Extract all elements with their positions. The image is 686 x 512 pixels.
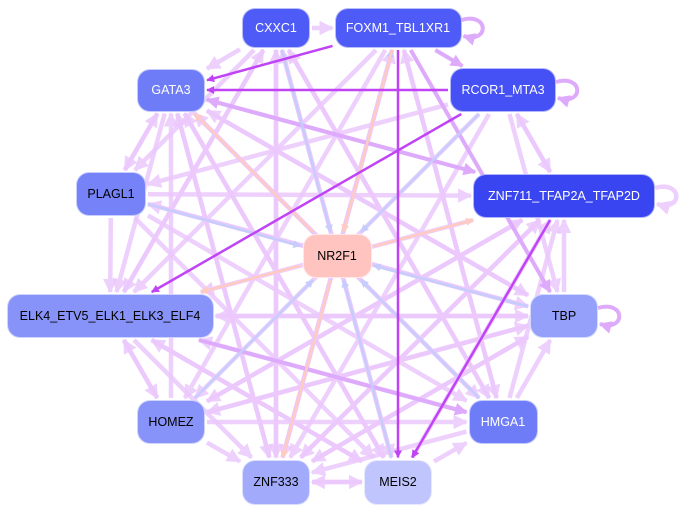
- edge-elk4-to-znf333: [132, 338, 254, 460]
- edge-nr2f1-to-znf711: [373, 217, 474, 248]
- edge-foxm1-to-foxm1: [460, 16, 485, 46]
- edge-plagl1-to-znf711: [147, 188, 473, 203]
- edge-cxxc1-to-nr2f1: [280, 49, 333, 233]
- edge-rcor1-to-nr2f1: [360, 113, 480, 233]
- node-label: HOMEZ: [148, 415, 194, 429]
- edge-cxxc1-to-gata3: [205, 47, 242, 71]
- node-label: NR2F1: [317, 249, 357, 263]
- node-meis2[interactable]: MEIS2: [364, 459, 432, 505]
- edge-hmga1-to-tbp: [514, 338, 553, 400]
- edge-rcor1-to-znf333: [288, 112, 492, 459]
- edge-meis2-to-hmga1: [432, 440, 468, 464]
- node-label: FOXM1_TBL1XR1: [345, 21, 451, 35]
- node-rcor1[interactable]: RCOR1_MTA3: [450, 68, 556, 112]
- edge-nr2f1-to-znf333: [280, 279, 332, 459]
- edge-hmga1-to-cxxc1: [286, 48, 492, 400]
- node-hmga1[interactable]: HMGA1: [468, 400, 538, 444]
- edge-meis2-to-nr2f1: [341, 279, 393, 458]
- edge-rcor1-to-elk4: [151, 112, 462, 294]
- edge-nr2f1-to-gata3: [193, 112, 314, 233]
- edge-meis2-to-elk4: [150, 338, 364, 464]
- node-label: CXXC1: [255, 21, 297, 35]
- node-label: RCOR1_MTA3: [461, 83, 545, 97]
- edge-tbp-to-gata3: [205, 108, 530, 298]
- node-homez[interactable]: HOMEZ: [137, 400, 205, 444]
- edge-plagl1-to-nr2f1: [147, 202, 302, 248]
- node-label: PLAGL1: [87, 187, 135, 201]
- edge-nr2f1-to-elk4: [200, 264, 301, 295]
- node-nr2f1[interactable]: NR2F1: [302, 234, 372, 278]
- edge-foxm1-to-homez: [182, 48, 388, 400]
- edge-plagl1-to-elk4: [103, 217, 118, 294]
- edge-homez-to-znf333: [205, 440, 242, 464]
- node-cxxc1[interactable]: CXXC1: [242, 8, 310, 48]
- node-label: ZNF333: [253, 475, 299, 489]
- node-znf333[interactable]: ZNF333: [242, 459, 310, 505]
- edge-rcor1-to-rcor1: [555, 78, 580, 108]
- node-label: MEIS2: [379, 475, 417, 489]
- node-foxm1[interactable]: FOXM1_TBL1XR1: [334, 8, 462, 48]
- node-label: TBP: [551, 309, 577, 323]
- edge-homez-to-elk4: [121, 338, 160, 400]
- edge-homez-to-znf711: [205, 218, 524, 404]
- edge-foxm1-to-nr2f1: [341, 49, 394, 233]
- node-gata3[interactable]: GATA3: [137, 68, 205, 112]
- edge-znf711-to-znf711: [654, 184, 679, 215]
- node-znf711[interactable]: ZNF711_TFAP2A_TFAP2D: [473, 174, 655, 218]
- node-plagl1[interactable]: PLAGL1: [76, 172, 146, 216]
- edge-rcor1-to-znf711: [514, 112, 553, 174]
- node-label: GATA3: [151, 83, 191, 97]
- node-label: HMGA1: [480, 415, 526, 429]
- node-tbp[interactable]: TBP: [530, 294, 598, 338]
- node-label: ZNF711_TFAP2A_TFAP2D: [488, 189, 640, 203]
- edge-znf711-to-meis2: [411, 219, 552, 459]
- edge-znf711-to-gata3: [205, 96, 476, 174]
- node-elk4[interactable]: ELK4_ETV5_ELK1_ELK3_ELF4: [6, 294, 214, 338]
- edge-foxm1-to-gata3: [206, 44, 333, 83]
- edge-homez-to-nr2f1: [194, 279, 314, 399]
- edge-meis2-to-gata3: [182, 112, 386, 459]
- edge-elk4-to-hmga1: [198, 338, 468, 416]
- edge-tbp-to-tbp: [597, 304, 622, 334]
- edge-plagl1-to-gata3: [122, 112, 160, 172]
- node-label: ELK4_ETV5_ELK1_ELK3_ELF4: [19, 309, 201, 323]
- edge-plagl1-to-hmga1: [146, 213, 468, 403]
- edge-foxm1-to-rcor1: [434, 48, 464, 68]
